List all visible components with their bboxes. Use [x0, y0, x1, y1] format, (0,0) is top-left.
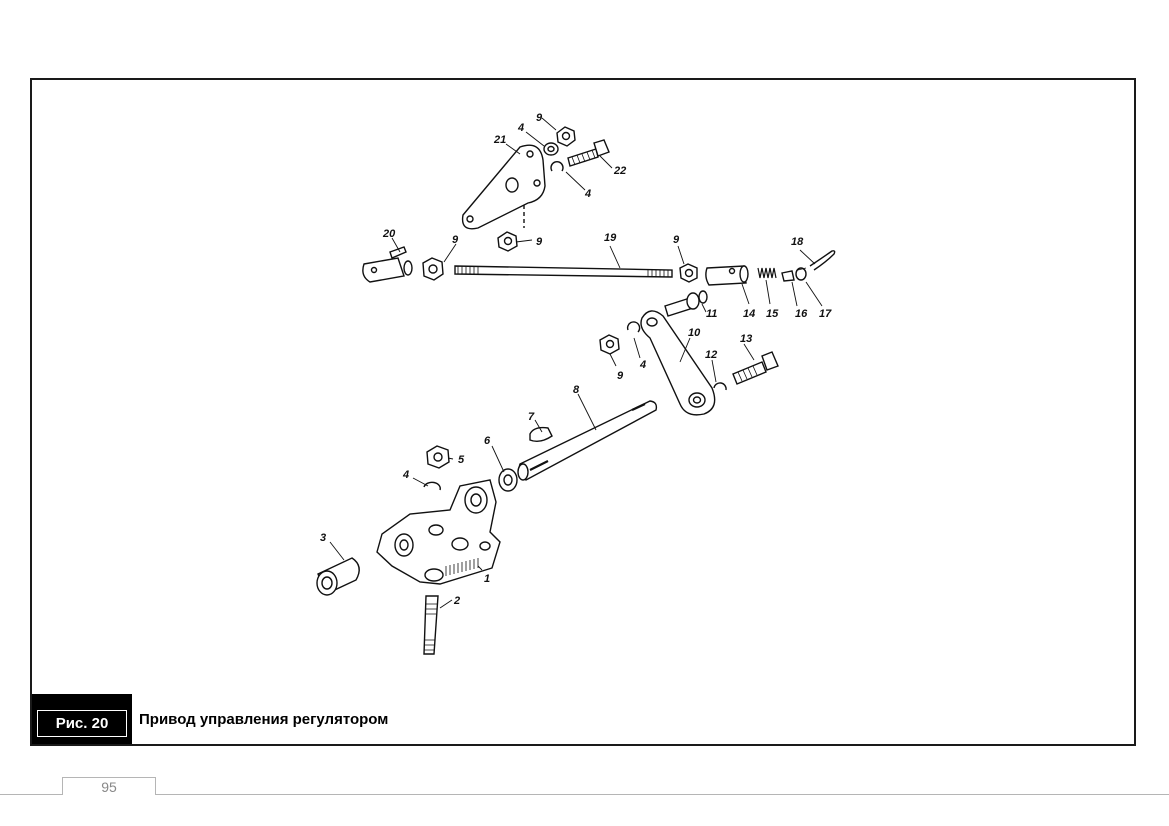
- callout-14: 14: [743, 308, 755, 320]
- washer-part: [498, 468, 518, 492]
- callout-11: 11: [706, 308, 717, 320]
- callout-15: 15: [766, 308, 779, 320]
- barrel-part: [705, 265, 749, 286]
- bushing-part: [316, 557, 360, 596]
- callout-1: 1: [484, 573, 490, 585]
- lever-arm-part: [640, 310, 716, 416]
- exploded-diagram: 1 2 3 4 5 6 7 8 9 4 10 12 13 11 14 15 16…: [316, 112, 836, 655]
- nut-part: [426, 445, 450, 469]
- callout-2: 2: [453, 595, 460, 607]
- bolt-part: [567, 139, 610, 167]
- callout-9: 9: [452, 234, 459, 246]
- callout-6: 6: [484, 435, 491, 447]
- nut-part: [679, 263, 698, 283]
- callout-10: 10: [688, 327, 701, 339]
- bracket-plate-part: [461, 144, 546, 230]
- callout-12: 12: [705, 349, 717, 361]
- figure-frame: 1 2 3 4 5 6 7 8 9 4 10 12 13 11 14 15 16…: [30, 78, 1136, 746]
- spring-washer-part: [423, 481, 441, 491]
- callout-13: 13: [740, 333, 752, 345]
- shaft-part: [517, 400, 658, 481]
- callout-4: 4: [517, 122, 524, 134]
- fork-end-part: [362, 246, 413, 283]
- callout-4: 4: [402, 469, 409, 481]
- callout-17: 17: [819, 308, 832, 320]
- callout-8: 8: [573, 384, 580, 396]
- bolt-part: [732, 351, 779, 385]
- nut-part: [497, 231, 518, 252]
- callout-5: 5: [458, 454, 465, 466]
- long-rod-part: [454, 265, 673, 278]
- spring-washer-part: [626, 321, 641, 333]
- stud-part: [423, 595, 439, 655]
- callout-9: 9: [617, 370, 624, 382]
- washer-part: [543, 142, 559, 156]
- callout-9: 9: [536, 236, 543, 248]
- housing-part: [376, 479, 501, 585]
- spring-washer-part: [713, 382, 727, 391]
- leader-lines: [329, 117, 823, 609]
- cotter-pin-part: [809, 250, 836, 271]
- figure-caption: Привод управления регулятором: [139, 711, 389, 728]
- nut-part: [422, 257, 444, 281]
- footer-rule: [0, 794, 1169, 795]
- page-number: 95: [62, 777, 156, 795]
- callout-16: 16: [795, 308, 808, 320]
- figure-number: Рис. 20: [37, 710, 127, 737]
- callout-19: 19: [604, 232, 617, 244]
- callout-22: 22: [613, 165, 626, 177]
- nut-part: [599, 334, 620, 355]
- callout-21: 21: [493, 134, 506, 146]
- spring-part: [757, 267, 777, 279]
- callout-4: 4: [639, 359, 646, 371]
- callout-18: 18: [791, 236, 804, 248]
- callout-4: 4: [584, 188, 591, 200]
- callout-9: 9: [536, 112, 543, 124]
- nut-part: [556, 126, 576, 147]
- spring-washer-part: [550, 161, 564, 172]
- callout-20: 20: [382, 228, 396, 240]
- callout-9: 9: [673, 234, 680, 246]
- callout-7: 7: [528, 411, 535, 423]
- callout-3: 3: [320, 532, 326, 544]
- pin-bolt-part: [664, 290, 708, 317]
- pin-part: [781, 267, 807, 282]
- key-part: [529, 426, 553, 443]
- figure-number-tag: Рис. 20: [32, 694, 132, 744]
